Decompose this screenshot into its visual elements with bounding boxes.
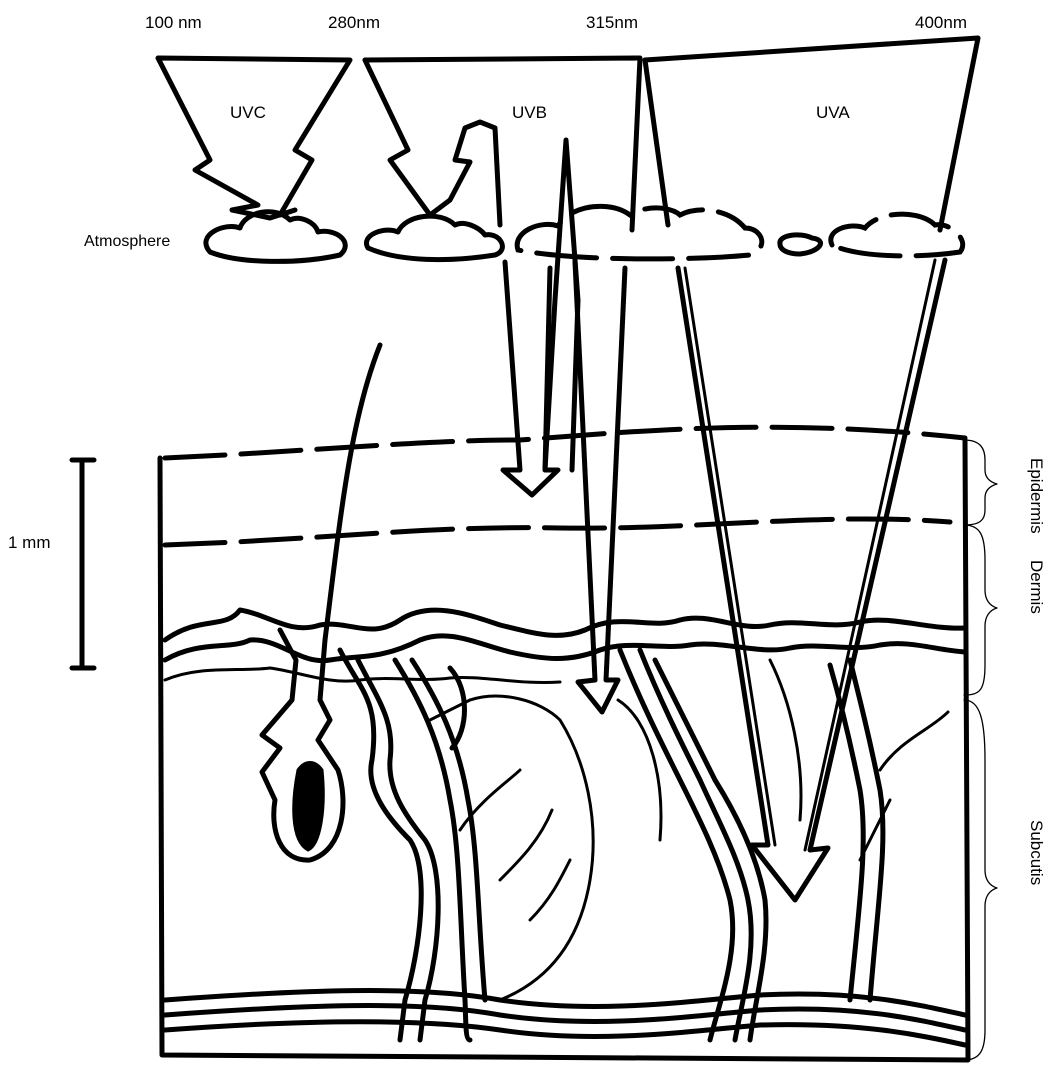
uvc-label: UVC — [230, 104, 266, 121]
atmosphere-label: Atmosphere — [84, 234, 170, 250]
uvc-ray — [158, 58, 350, 218]
subcutis-label: Subcutis — [1028, 820, 1045, 885]
layer-boundaries — [165, 427, 965, 545]
wavelength-315: 315nm — [586, 14, 638, 31]
hair-follicle — [262, 345, 380, 860]
bottom-fascia — [165, 991, 965, 1045]
uva-label: UVA — [816, 104, 850, 121]
epidermis-label: Epidermis — [1028, 458, 1045, 534]
blood-vessels — [340, 650, 948, 1040]
scale-bar — [72, 460, 94, 668]
wavelength-280: 280nm — [328, 14, 380, 31]
penetrating-rays — [503, 260, 945, 900]
uva-ray — [645, 38, 978, 230]
dermis-label: Dermis — [1028, 560, 1045, 614]
uvb-label: UVB — [512, 104, 547, 121]
atmosphere-clouds — [206, 206, 963, 261]
scale-label: 1 mm — [8, 534, 51, 551]
wavelength-100: 100 nm — [145, 14, 202, 31]
wavelength-400: 400nm — [915, 14, 967, 31]
